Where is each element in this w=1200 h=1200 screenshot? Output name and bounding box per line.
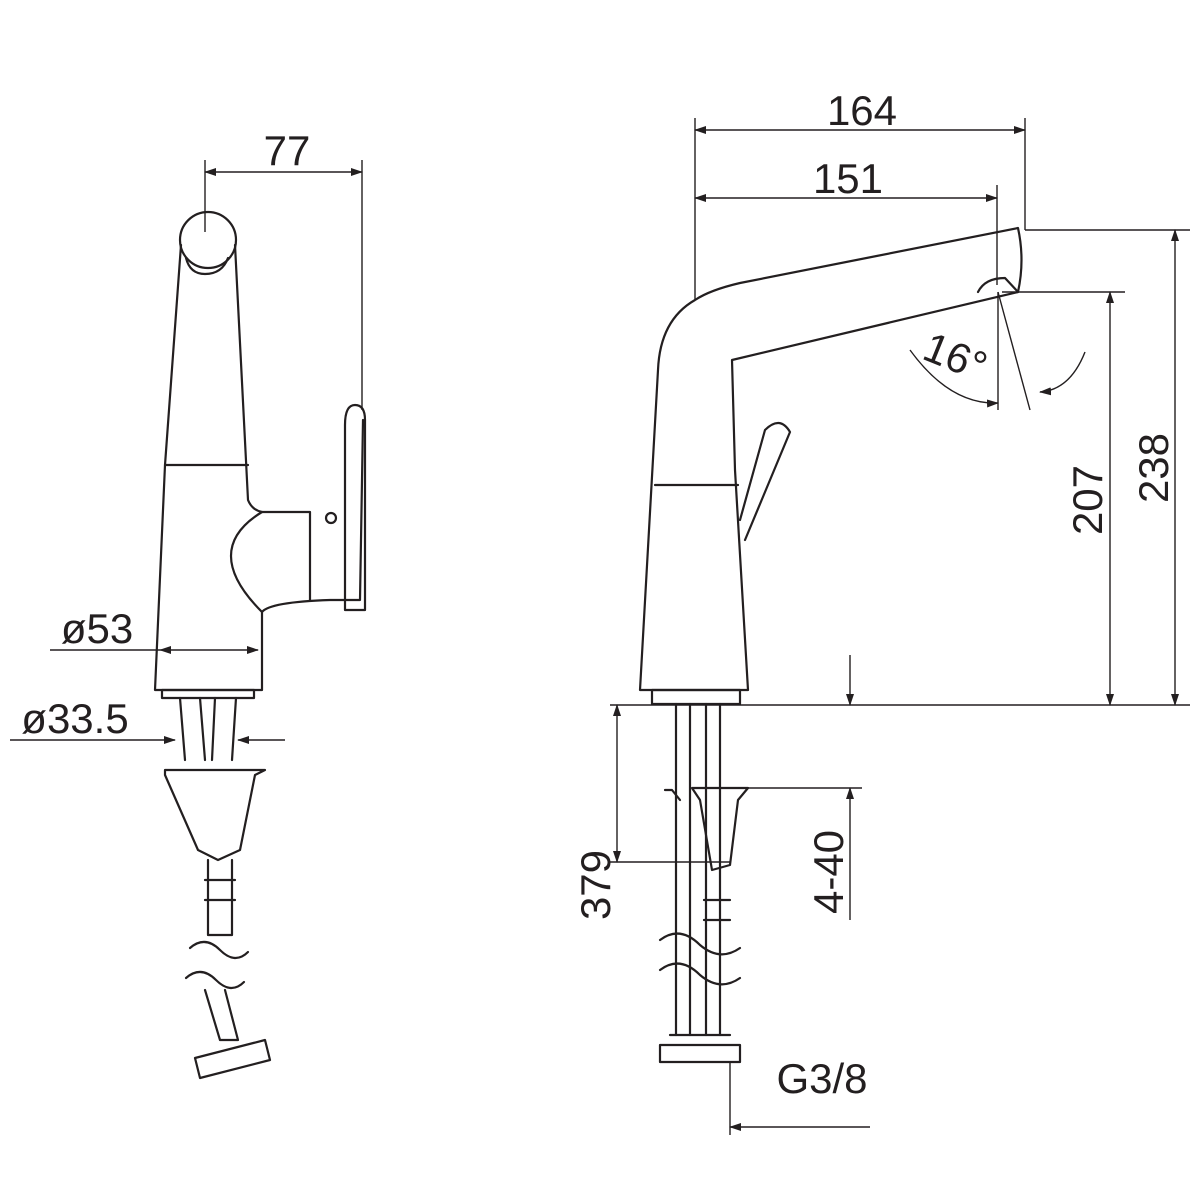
dim-shank-diameter: ø33.5 [21,695,128,742]
dim-outlet-height: 207 [1064,465,1111,535]
dim-countertop-thickness: 4-40 [805,830,852,914]
dim-overall-height: 238 [1130,433,1177,503]
dim-connection-thread: G3/8 [776,1055,867,1102]
dim-hose-length: 379 [572,850,619,920]
dim-overall-reach: 164 [827,87,897,134]
side-view-faucet [10,160,367,1080]
dim-spout-angle: 16° [917,323,993,390]
dim-spout-reach: 151 [813,155,883,202]
dim-width-77: 77 [264,127,311,174]
dim-body-diameter: ø53 [61,605,133,652]
front-view-faucet [610,118,1190,1135]
